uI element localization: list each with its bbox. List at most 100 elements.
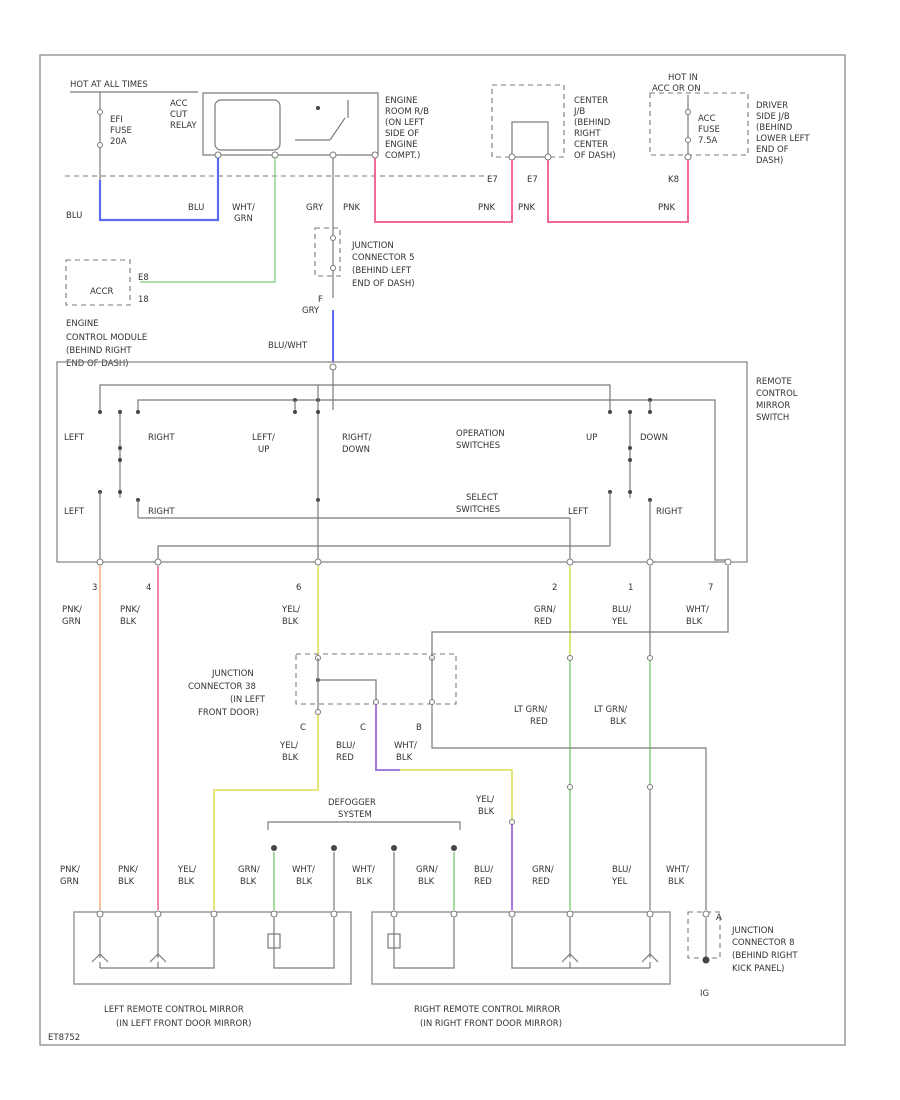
bot-grn-blk2-1: GRN/ bbox=[416, 865, 438, 875]
switch-right-down-1: RIGHT/ bbox=[342, 433, 372, 443]
select-left: LEFT bbox=[64, 507, 85, 517]
center-jb-text: CENTER J/B (BEHIND RIGHT CENTER OF DASH) bbox=[573, 96, 616, 161]
bot-yel-blk-2: BLK bbox=[178, 877, 195, 887]
defogger-label-2: SYSTEM bbox=[338, 810, 372, 820]
wire-blu bbox=[98, 158, 220, 222]
switch-left-up-2: UP bbox=[258, 445, 269, 455]
bot-blu-yel-1: BLU/ bbox=[612, 865, 631, 875]
select-right-2: RIGHT bbox=[656, 507, 683, 517]
svg-text:OF DASH): OF DASH) bbox=[574, 151, 616, 161]
pin-1: 1 bbox=[628, 583, 633, 593]
sw-pnk-blk-2: BLK bbox=[120, 617, 137, 627]
bot-yel-blk-1: YEL/ bbox=[177, 865, 196, 875]
right-mirror-label-2: (IN RIGHT FRONT DOOR MIRROR) bbox=[420, 1019, 562, 1029]
bot-blu-yel-2: YEL bbox=[611, 877, 628, 887]
efi-fuse-label-1: EFI bbox=[110, 115, 123, 125]
ecm-text: ENGINE CONTROL MODULE (BEHIND RIGHT END … bbox=[66, 319, 147, 369]
wire-label-wht-grn-2: GRN bbox=[234, 214, 253, 224]
svg-text:CENTER: CENTER bbox=[574, 96, 608, 106]
operation-switches-1: OPERATION bbox=[456, 429, 505, 439]
diagram-frame bbox=[39, 54, 846, 1046]
driver-side-jb-text: DRIVER SIDE J/B (BEHIND LOWER LEFT END O… bbox=[756, 101, 810, 166]
left-mirror-label-1: LEFT REMOTE CONTROL MIRROR bbox=[104, 1005, 244, 1015]
svg-text:LOWER LEFT: LOWER LEFT bbox=[756, 134, 810, 144]
bot-wht-blk3-1: WHT/ bbox=[666, 865, 689, 875]
pin-b-a: B bbox=[416, 723, 422, 733]
lt-grn-blk-2: BLK bbox=[610, 717, 627, 727]
svg-text:ENGINE: ENGINE bbox=[385, 140, 418, 150]
lt-grn-red-2: RED bbox=[530, 717, 548, 727]
select-switches-1: SELECT bbox=[466, 493, 499, 503]
svg-text:(BEHIND: (BEHIND bbox=[756, 123, 793, 133]
svg-text:(BEHIND RIGHT: (BEHIND RIGHT bbox=[66, 346, 132, 356]
diagram-id: ET8752 bbox=[48, 1033, 80, 1043]
pin-c-a: C bbox=[300, 723, 306, 733]
svg-text:SIDE J/B: SIDE J/B bbox=[756, 112, 790, 122]
pin-e7-b: E7 bbox=[527, 175, 538, 185]
pin-3: 3 bbox=[92, 583, 97, 593]
wire-label-blu-a: BLU bbox=[66, 211, 82, 221]
svg-text:CENTER: CENTER bbox=[574, 140, 608, 150]
svg-text:ROOM R/B: ROOM R/B bbox=[385, 107, 429, 117]
bot-grn-blk2-2: BLK bbox=[418, 877, 435, 887]
jc38-text: JUNCTION CONNECTOR 38 (IN LEFT FRONT DOO… bbox=[188, 669, 266, 718]
svg-text:COMPT.): COMPT.) bbox=[385, 151, 420, 161]
ground-point bbox=[702, 956, 710, 964]
pin-a: A bbox=[716, 913, 722, 923]
wire-label-blu-b: BLU bbox=[188, 203, 204, 213]
jc-wht-blk-2: BLK bbox=[396, 753, 413, 763]
switch-right: RIGHT bbox=[148, 433, 175, 443]
switch-output-pins bbox=[96, 558, 732, 566]
svg-text:JUNCTION: JUNCTION bbox=[351, 241, 394, 251]
svg-text:MIRROR: MIRROR bbox=[756, 401, 790, 411]
sw-grn-red-2: RED bbox=[534, 617, 552, 627]
sw-wht-blk-1: WHT/ bbox=[686, 605, 709, 615]
wire-label-gry-b: GRY bbox=[302, 306, 320, 316]
jc5-text: JUNCTION CONNECTOR 5 (BEHIND LEFT END OF… bbox=[351, 241, 415, 289]
svg-text:SWITCH: SWITCH bbox=[756, 413, 789, 423]
jc-blu-red-1: BLU/ bbox=[336, 741, 355, 751]
switch-left-up-1: LEFT/ bbox=[252, 433, 275, 443]
pin-e7-a: E7 bbox=[487, 175, 498, 185]
right-mirror-motors bbox=[511, 918, 659, 969]
svg-text:(BEHIND: (BEHIND bbox=[574, 118, 611, 128]
svg-text:(BEHIND RIGHT: (BEHIND RIGHT bbox=[732, 951, 798, 961]
defogger-taps bbox=[271, 845, 457, 851]
wire-label-wht-grn-1: WHT/ bbox=[232, 203, 255, 213]
yel-blk-r-1: YEL/ bbox=[475, 795, 494, 805]
sw-grn-red-1: GRN/ bbox=[534, 605, 556, 615]
bot-wht-blk-1: WHT/ bbox=[292, 865, 315, 875]
bot-blu-red-1: BLU/ bbox=[474, 865, 493, 875]
wire-label-pnk-c: PNK bbox=[518, 203, 535, 213]
svg-text:KICK PANEL): KICK PANEL) bbox=[732, 964, 784, 974]
svg-text:ENGINE: ENGINE bbox=[385, 96, 418, 106]
svg-text:END OF DASH): END OF DASH) bbox=[66, 359, 129, 369]
ecm-box bbox=[65, 259, 131, 306]
wire-label-pnk-d: PNK bbox=[658, 203, 675, 213]
svg-text:REMOTE: REMOTE bbox=[756, 377, 792, 387]
switch-right-down-2: DOWN bbox=[342, 445, 370, 455]
wire-wht-grn bbox=[140, 158, 276, 283]
jc-wht-blk-1: WHT/ bbox=[394, 741, 417, 751]
pin-18: 18 bbox=[138, 295, 149, 305]
pin-k8: K8 bbox=[668, 175, 679, 185]
sw-wht-blk-2: BLK bbox=[686, 617, 703, 627]
left-mirror-label-2: (IN LEFT FRONT DOOR MIRROR) bbox=[116, 1019, 251, 1029]
acc-fuse-label-1: ACC bbox=[698, 114, 716, 124]
select-right: RIGHT bbox=[148, 507, 175, 517]
engine-room-rb-box bbox=[202, 92, 379, 156]
sw-yel-blk-2: BLK bbox=[282, 617, 299, 627]
bot-wht-blk2-2: BLK bbox=[356, 877, 373, 887]
jc8-text: JUNCTION CONNECTOR 8 (BEHIND RIGHT KICK … bbox=[731, 926, 798, 974]
svg-text:DRIVER: DRIVER bbox=[756, 101, 788, 111]
sw-yel-blk-1: YEL/ bbox=[281, 605, 300, 615]
svg-text:DASH): DASH) bbox=[756, 156, 783, 166]
wire-pnk bbox=[374, 158, 513, 223]
acc-fuse-label-3: 7.5A bbox=[698, 136, 718, 146]
sw-pnk-grn-1: PNK/ bbox=[62, 605, 82, 615]
bot-grn-red-2: RED bbox=[532, 877, 550, 887]
pin-2: 2 bbox=[552, 583, 557, 593]
accr-label: ACCR bbox=[90, 287, 114, 297]
bot-wht-blk-2: BLK bbox=[296, 877, 313, 887]
bot-pnk-grn-2: GRN bbox=[60, 877, 79, 887]
